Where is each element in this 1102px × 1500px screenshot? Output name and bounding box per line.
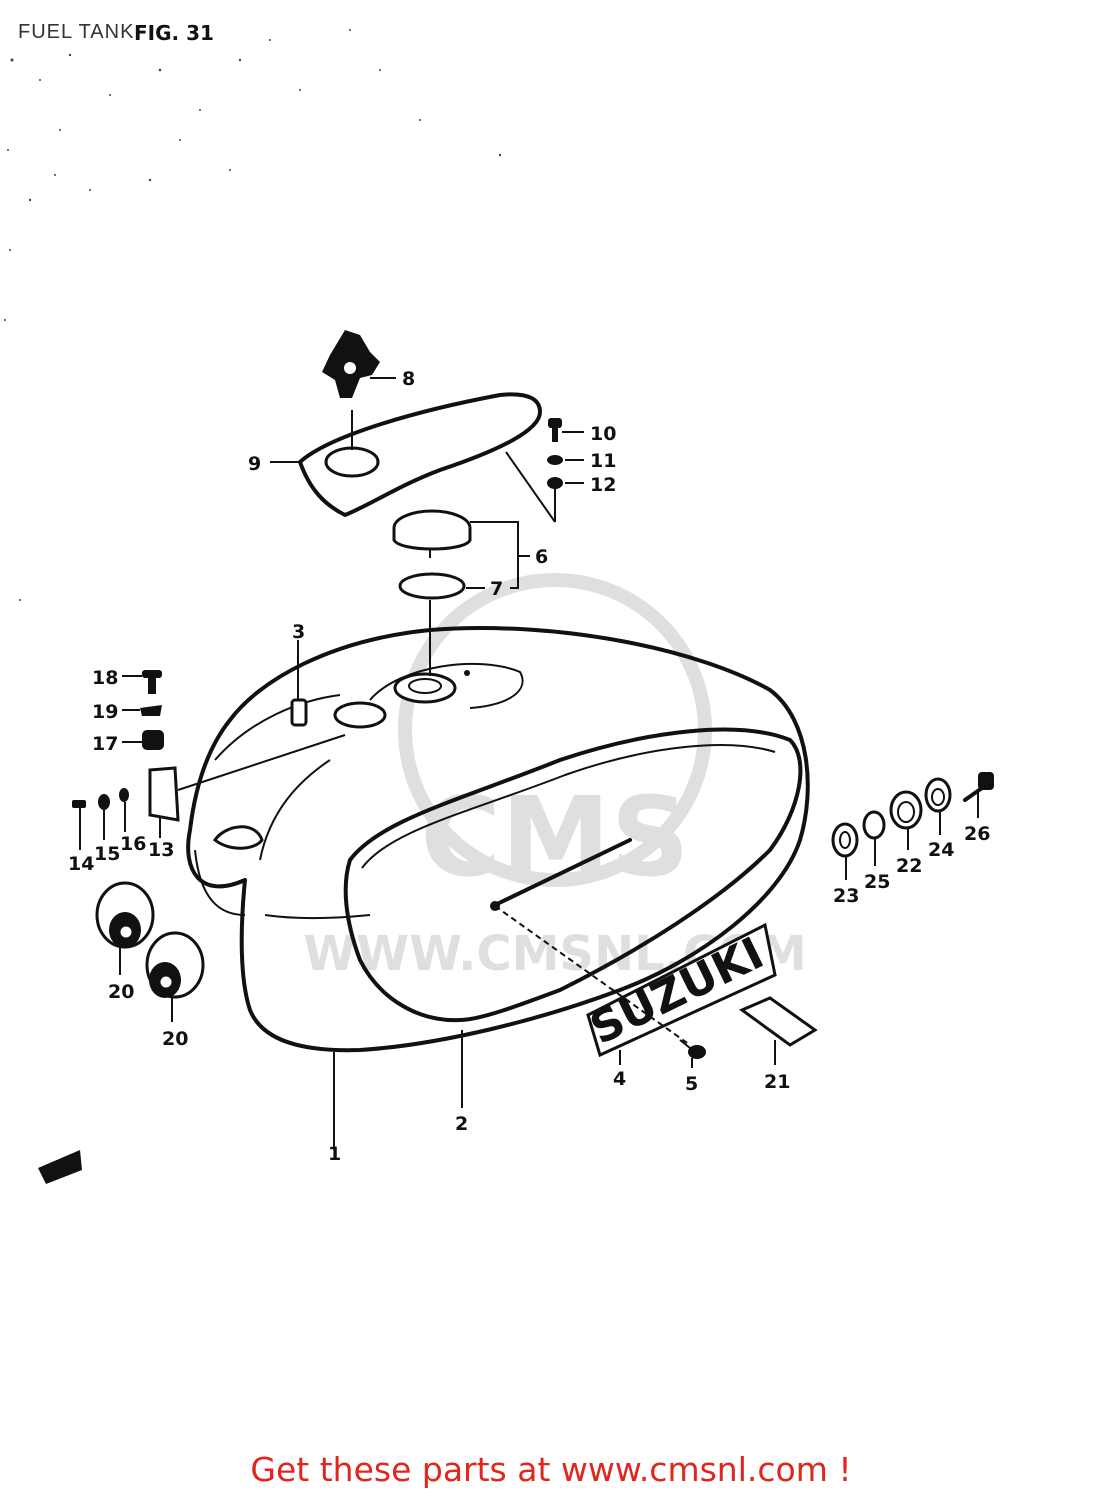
leader-lines	[79, 377, 979, 1150]
cap-gasket-part	[398, 572, 466, 600]
callout-8: 8	[402, 368, 415, 390]
callout-20a: 20	[108, 981, 134, 1003]
cap-lock-part	[322, 330, 380, 398]
callout-24: 24	[928, 839, 954, 861]
tank-top-cover	[298, 392, 542, 517]
callout-5: 5	[685, 1073, 698, 1095]
callout-21: 21	[764, 1071, 790, 1093]
callout-19: 19	[92, 701, 118, 723]
callout-1: 1	[328, 1143, 341, 1165]
figure-number: FIG. 31	[134, 21, 214, 45]
shop-link-banner[interactable]: Get these parts at www.cmsnl.com !	[250, 1450, 852, 1489]
bracket-fasteners	[72, 670, 346, 822]
page-title: FUEL TANK	[18, 21, 134, 43]
callout-15: 15	[94, 843, 120, 865]
cover-fasteners	[505, 418, 563, 523]
callout-13: 13	[148, 839, 174, 861]
callout-23: 23	[833, 885, 859, 907]
callout-9: 9	[248, 453, 261, 475]
callout-6: 6	[535, 546, 548, 568]
callout-22: 22	[896, 855, 922, 877]
tank-pad-part	[738, 996, 818, 1047]
callout-16: 16	[120, 833, 146, 855]
callout-26: 26	[964, 823, 990, 845]
callout-10: 10	[590, 423, 616, 445]
cms-watermark: CMS WWW.CMSNL.COM	[303, 573, 807, 982]
callout-12: 12	[590, 474, 616, 496]
callout-7: 7	[490, 578, 503, 600]
fuel-cap-part	[392, 509, 472, 558]
emblem-screw-part	[679, 1039, 706, 1059]
rubber-cushions	[95, 881, 205, 999]
callout-3: 3	[292, 621, 305, 643]
watermark-text: CMS	[420, 773, 689, 901]
callout-20b: 20	[162, 1028, 188, 1050]
callout-18: 18	[92, 667, 118, 689]
callout-2: 2	[455, 1113, 468, 1135]
callout-11: 11	[590, 450, 616, 472]
callout-4: 4	[613, 1068, 626, 1090]
fuel-tank-body	[186, 626, 810, 1053]
callout-25: 25	[864, 871, 890, 893]
forward-direction-icon	[38, 1150, 82, 1192]
tank-bracket	[290, 640, 387, 729]
callout-14: 14	[68, 853, 94, 875]
callout-17: 17	[92, 733, 118, 755]
scan-noise	[4, 29, 502, 601]
callout-labels: 1 2 3 4 5 6 7 8 9 10 11 12 13 14 15 16 1…	[68, 368, 990, 1165]
rear-mount-parts	[831, 772, 994, 858]
